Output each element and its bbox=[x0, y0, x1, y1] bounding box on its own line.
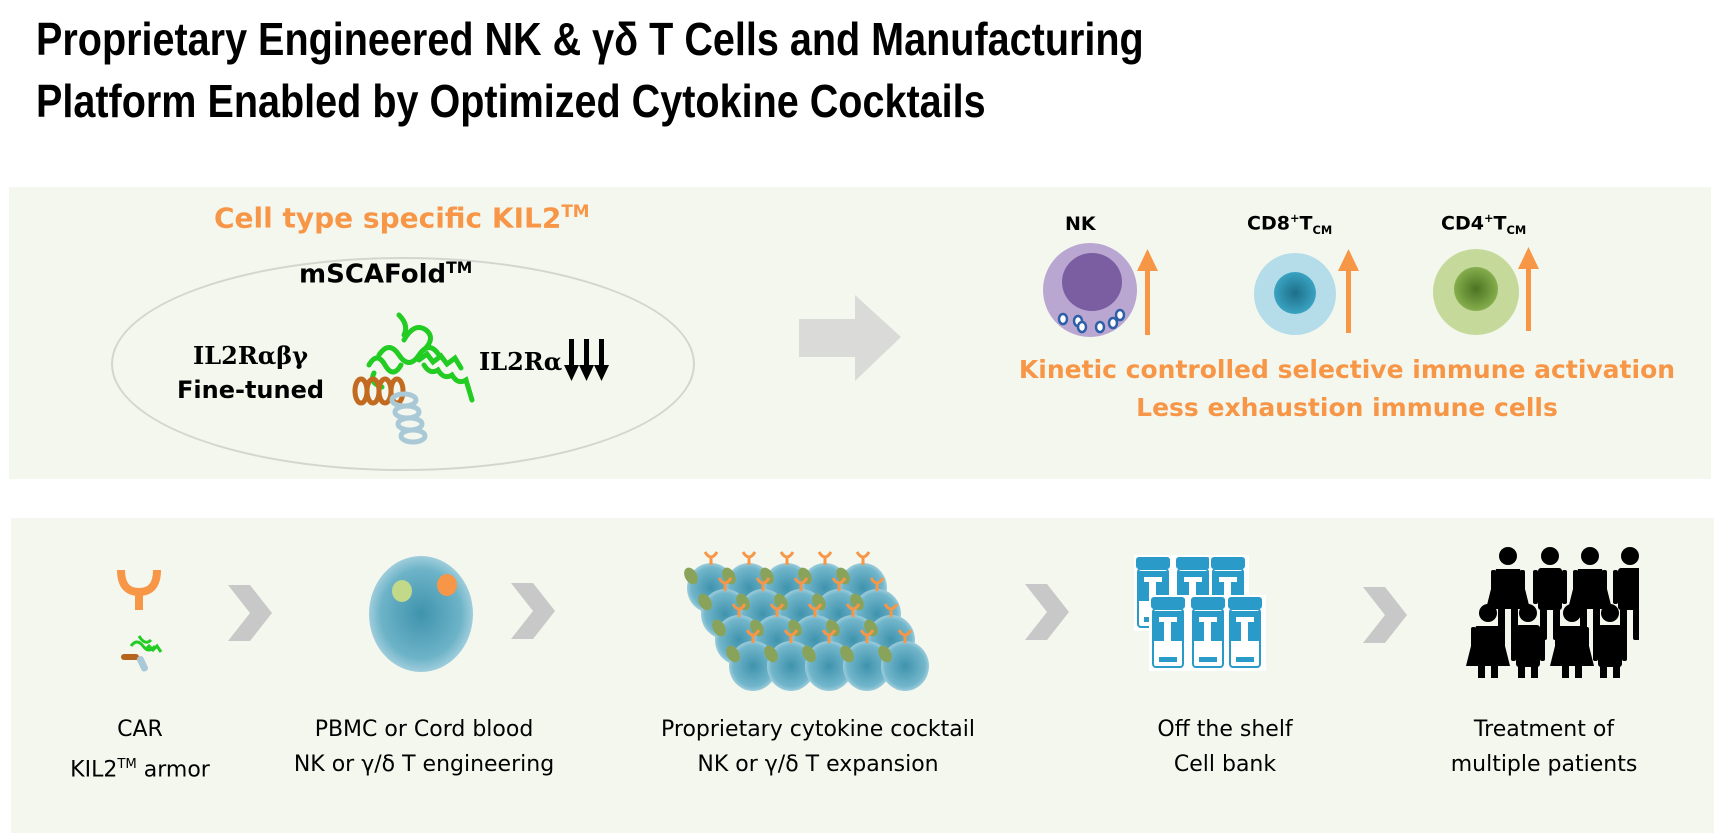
outcome-line-2: Less exhaustion immune cells bbox=[1136, 393, 1558, 422]
chevron-right-icon bbox=[228, 585, 272, 641]
mscafold-label: mSCAFoldTM bbox=[299, 259, 472, 290]
step-line-1: Proprietary cytokine cocktail bbox=[661, 717, 975, 742]
step-label-car: CAR KIL2TM armor bbox=[70, 712, 210, 787]
cd4-text: CD4 bbox=[1441, 212, 1484, 235]
female-figure bbox=[1466, 604, 1510, 678]
nk-cell-icon bbox=[1043, 243, 1158, 337]
step-label-expansion: Proprietary cytokine cocktail NK or γ/δ … bbox=[661, 712, 975, 782]
vial bbox=[1149, 595, 1189, 671]
tm-mark: TM bbox=[561, 201, 590, 221]
cm-sub: CM bbox=[1506, 223, 1527, 238]
female-figure bbox=[1568, 547, 1612, 640]
tm-mark: TM bbox=[117, 757, 137, 772]
cd8-up-arrow-icon bbox=[1338, 249, 1359, 271]
armor-text: armor bbox=[136, 757, 210, 783]
step-line-1: Off the shelf bbox=[1157, 717, 1293, 742]
outcome-text: Kinetic controlled selective immune acti… bbox=[1015, 351, 1679, 427]
step-label-treatment: Treatment of multiple patients bbox=[1451, 712, 1638, 782]
cd8-cell-icon bbox=[1254, 249, 1359, 335]
triple-down-arrow-icon bbox=[564, 339, 609, 381]
title-line-1: Proprietary Engineered NK & γδ T Cells a… bbox=[36, 13, 1144, 65]
cd8-text: CD8 bbox=[1247, 212, 1290, 235]
step-label-engineering: PBMC or Cord blood NK or γ/δ T engineeri… bbox=[294, 712, 554, 782]
car-kil2-icon bbox=[117, 569, 163, 672]
il2r-abg-label: IL2Rαβγ Fine-tuned bbox=[177, 339, 324, 407]
step-line-2: KIL2TM armor bbox=[70, 747, 210, 787]
kil2-heading-text: Cell type specific KIL2 bbox=[214, 201, 562, 235]
mscafold-text: mSCAFold bbox=[299, 259, 447, 290]
outcome-line-1: Kinetic controlled selective immune acti… bbox=[1018, 355, 1676, 384]
kil2-panel: Cell type specific KIL2TM mSCAFoldTM IL2… bbox=[9, 187, 1711, 479]
step-line-2: NK or γ/δ T engineering bbox=[293, 752, 555, 777]
male-figure bbox=[1593, 604, 1627, 678]
vial bbox=[1226, 595, 1266, 671]
nk-up-arrow-icon bbox=[1137, 249, 1158, 335]
plus-sup: + bbox=[1483, 211, 1494, 225]
cell-label-cd4: CD4+TCM bbox=[1441, 211, 1526, 237]
cell-label-nk: NK bbox=[1065, 213, 1096, 235]
cell-label-cd8: CD8+TCM bbox=[1247, 211, 1332, 237]
step-line-1: Treatment of bbox=[1473, 717, 1615, 742]
tm-mark: TM bbox=[446, 259, 473, 277]
kil2-heading: Cell type specific KIL2TM bbox=[214, 201, 590, 234]
kil2-text: KIL2 bbox=[70, 757, 118, 783]
il2ra-label: IL2Rα bbox=[479, 347, 563, 376]
t-text: T bbox=[1299, 212, 1313, 235]
step-label-cell-bank: Off the shelf Cell bank bbox=[1157, 712, 1292, 782]
title-line-2: Platform Enabled by Optimized Cytokine C… bbox=[36, 75, 986, 127]
male-figure bbox=[1511, 604, 1545, 678]
step-line-1: PBMC or Cord blood bbox=[314, 717, 534, 742]
vial bbox=[1189, 595, 1229, 671]
chevron-right-icon bbox=[1363, 587, 1407, 643]
page-title: Proprietary Engineered NK & γδ T Cells a… bbox=[36, 8, 1144, 132]
fine-tuned-text: Fine-tuned bbox=[177, 376, 325, 404]
nk-text: NK bbox=[1065, 213, 1096, 235]
patients-group-icon bbox=[1466, 547, 1639, 678]
immune-cells-graphic bbox=[1043, 243, 1539, 337]
big-right-arrow-icon bbox=[799, 295, 901, 381]
female-figure bbox=[1550, 604, 1594, 678]
step-line-1: CAR bbox=[117, 717, 163, 742]
mscafold-ellipse bbox=[111, 257, 695, 471]
cm-sub: CM bbox=[1312, 223, 1333, 238]
t-text: T bbox=[1493, 212, 1507, 235]
il2r-abg-text: IL2Rαβγ bbox=[193, 341, 309, 370]
chevron-right-icon bbox=[511, 583, 555, 639]
step-line-2: multiple patients bbox=[1450, 752, 1638, 777]
manufacturing-workflow-panel: CAR KIL2TM armor PBMC or Cord blood NK o… bbox=[11, 518, 1714, 833]
cd4-up-arrow-icon bbox=[1518, 247, 1539, 269]
plus-sup: + bbox=[1289, 211, 1300, 225]
il2-protein-structure-icon bbox=[352, 312, 475, 445]
expanded-cell bbox=[878, 629, 929, 691]
step-line-2: NK or γ/δ T expansion bbox=[697, 752, 939, 777]
cd4-cell-icon bbox=[1433, 247, 1539, 335]
step-line-2: Cell bank bbox=[1173, 752, 1277, 777]
cell-bank-vials-icon bbox=[1134, 555, 1266, 671]
expanded-cells-icon bbox=[684, 551, 929, 691]
engineered-cell-icon bbox=[369, 556, 473, 672]
chevron-right-icon bbox=[1025, 584, 1069, 640]
